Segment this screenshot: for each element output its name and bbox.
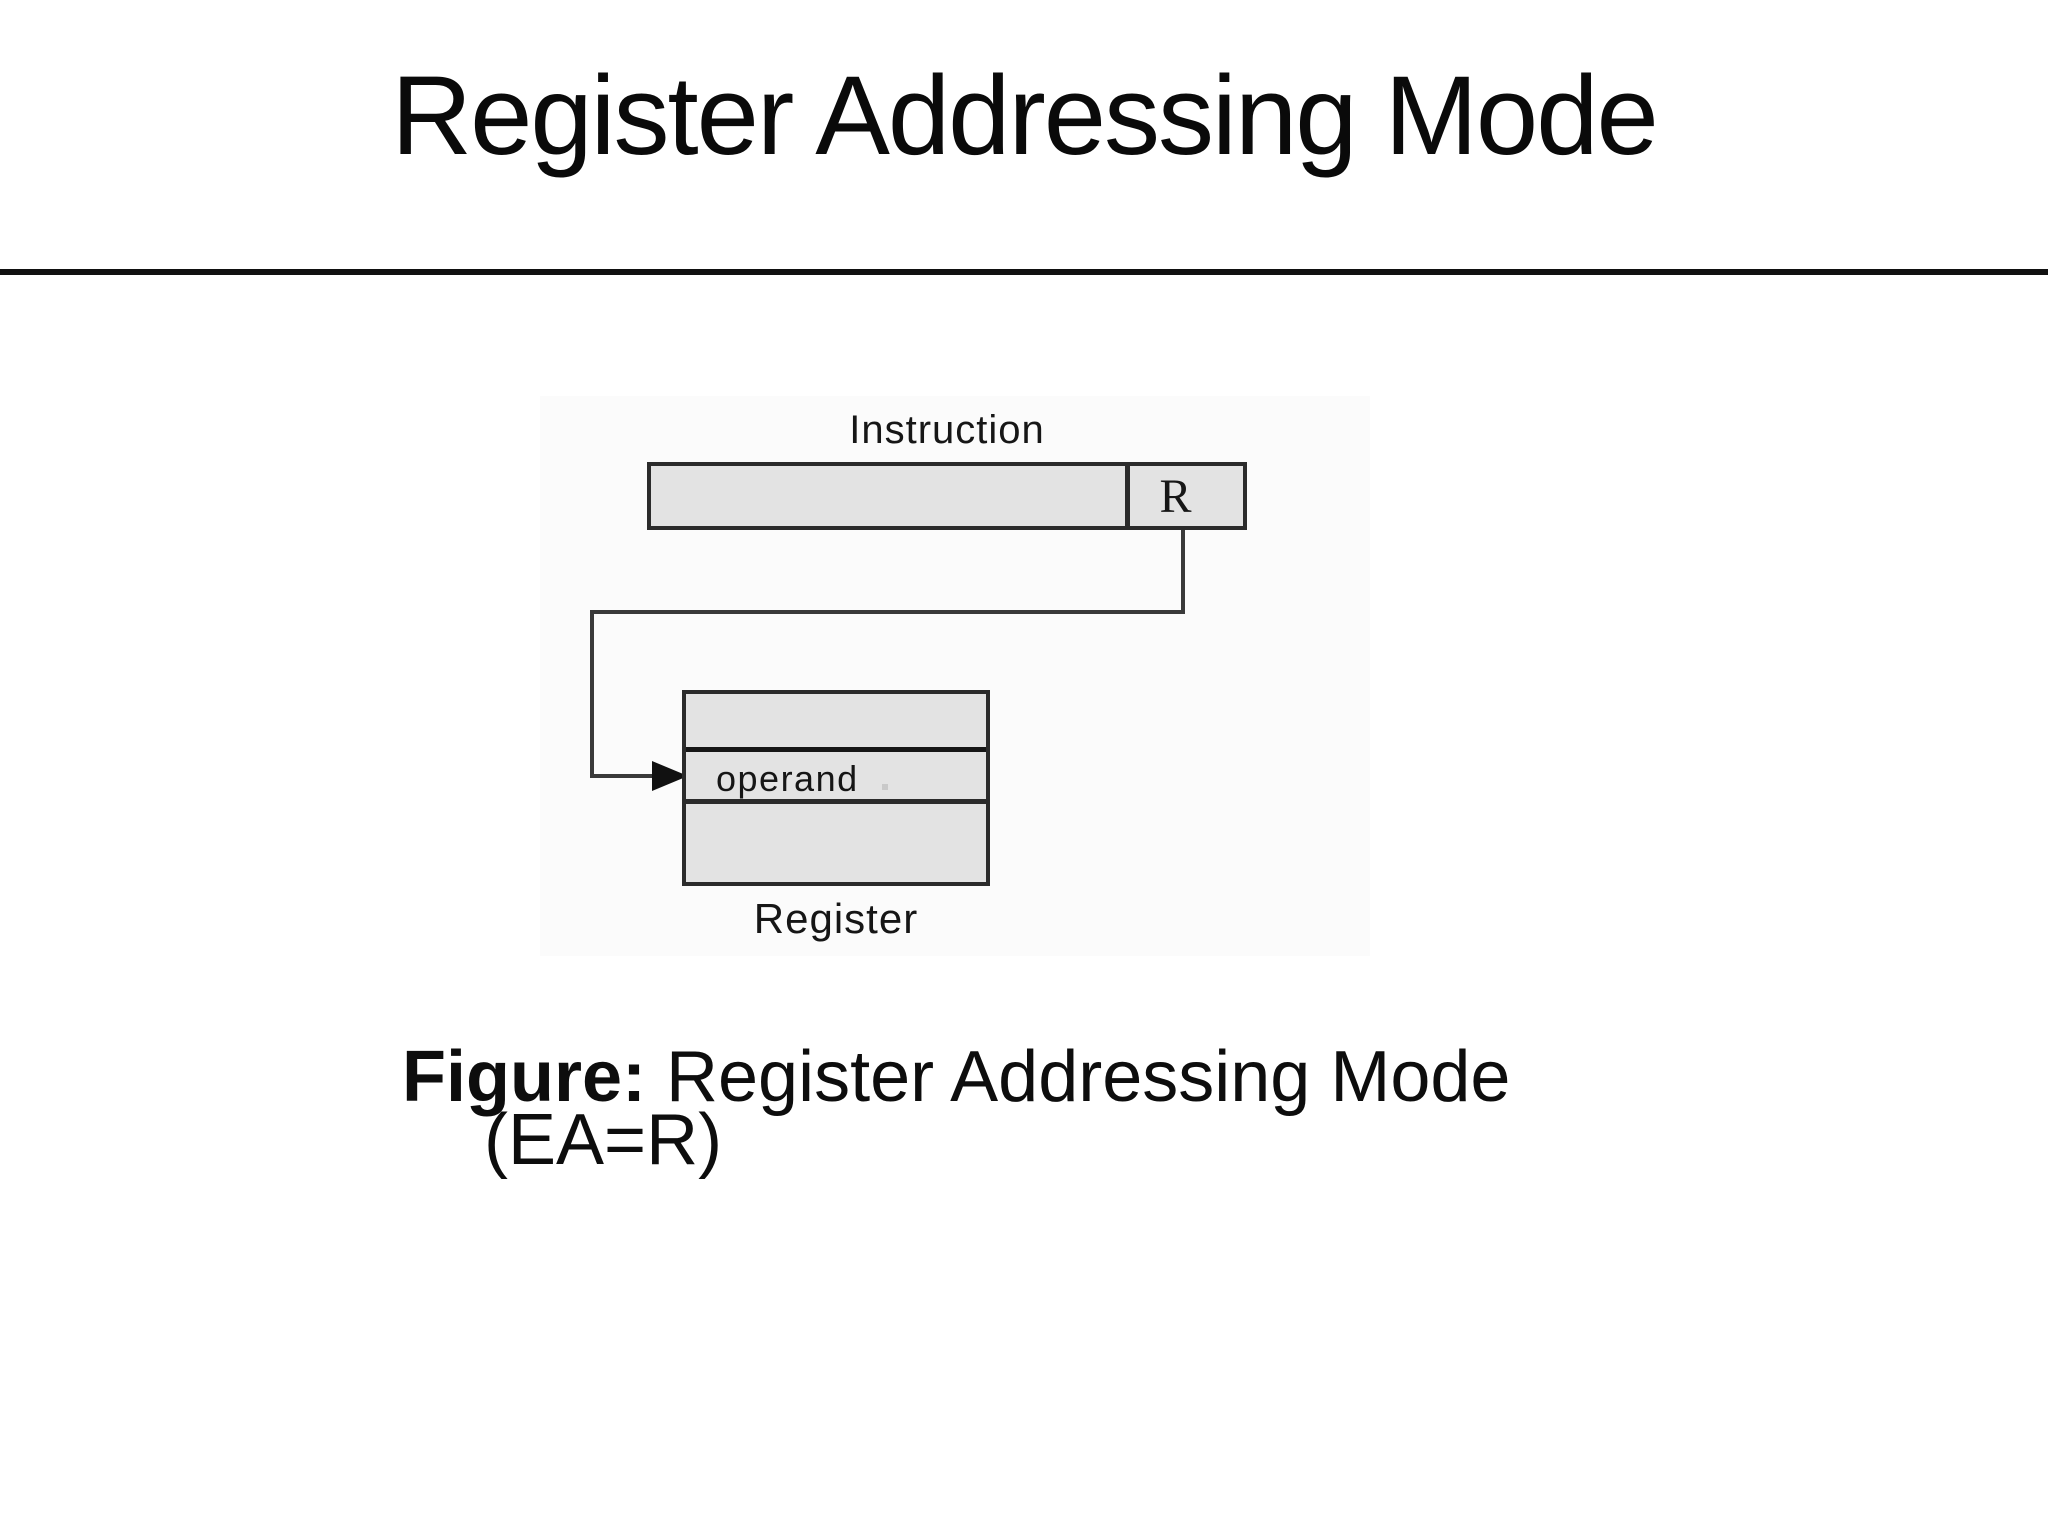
connector-segment-down bbox=[590, 610, 594, 778]
register-row-divider-top bbox=[686, 747, 986, 752]
title-divider-line bbox=[0, 269, 2048, 275]
scan-artifact-dot bbox=[882, 784, 888, 790]
connector-segment-right bbox=[590, 774, 656, 778]
connector-segment-down-from-r bbox=[1181, 530, 1185, 614]
figure-caption: Figure: Register Addressing Mode (EA=R) bbox=[402, 1041, 1534, 1176]
figure-caption-text: Register Addressing Mode (EA=R) bbox=[484, 1037, 1511, 1180]
register-label: Register bbox=[753, 895, 919, 942]
register-block: operand bbox=[682, 690, 990, 886]
instruction-label: Instruction bbox=[849, 408, 1045, 452]
register-field-cell: R bbox=[1125, 466, 1243, 526]
figure-caption-lead: Figure: bbox=[402, 1037, 646, 1117]
register-field-label: R bbox=[1159, 469, 1192, 523]
register-row-divider-bottom bbox=[686, 799, 986, 804]
instruction-box: R bbox=[647, 462, 1247, 530]
connector-segment-left bbox=[590, 610, 1185, 614]
operand-cell-label: operand bbox=[716, 758, 859, 799]
slide-title: Register Addressing Mode bbox=[391, 53, 1659, 178]
